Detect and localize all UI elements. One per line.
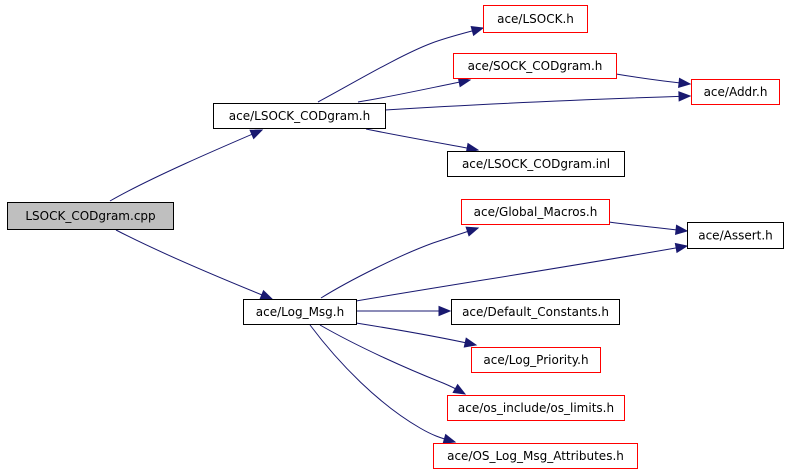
edge-line	[355, 322, 477, 346]
edge-arrowhead	[678, 77, 692, 89]
edge-arrowhead	[463, 337, 478, 348]
edge-line	[384, 95, 691, 111]
edge-line	[319, 324, 466, 395]
edge-line	[365, 128, 479, 151]
edge-lcodh-lsock	[317, 25, 485, 103]
node-label: ace/Global_Macros.h	[474, 205, 598, 219]
node-lcodh[interactable]: ace/LSOCK_CODgram.h	[213, 103, 386, 129]
edge-root-logm	[115, 229, 274, 300]
node-linl[interactable]: ace/LSOCK_CODgram.inl	[447, 151, 625, 177]
edge-line	[109, 129, 263, 202]
node-box[interactable]	[453, 53, 617, 79]
edge-arrowhead	[674, 242, 689, 254]
node-box[interactable]	[687, 222, 784, 249]
edge-scod-addr	[615, 73, 692, 89]
node-label: ace/Log_Msg.h	[256, 305, 344, 319]
edge-arrowhead	[457, 77, 472, 88]
edge-arrowhead	[438, 305, 452, 317]
node-asrt[interactable]: ace/Assert.h	[687, 222, 784, 249]
node-label: ace/OS_Log_Msg_Attributes.h	[447, 449, 624, 463]
nodes-layer: LSOCK_CODgram.cpp ace/LSOCK_CODgram.h ace/…	[7, 5, 784, 469]
node-logm[interactable]: ace/Log_Msg.h	[243, 299, 357, 325]
edge-logm-oslma	[309, 324, 457, 444]
node-label: ace/Addr.h	[704, 85, 768, 99]
node-dcon[interactable]: ace/Default_Constants.h	[451, 299, 620, 325]
node-box[interactable]	[471, 347, 601, 373]
edge-arrowhead	[678, 91, 692, 102]
edge-arrowhead	[674, 224, 689, 235]
node-lsock[interactable]: ace/LSOCK.h	[483, 5, 588, 33]
edge-logm-oslim	[319, 324, 467, 395]
edge-gmac-asrt	[608, 221, 689, 235]
node-label: ace/os_include/os_limits.h	[458, 401, 614, 415]
node-oslim[interactable]: ace/os_include/os_limits.h	[447, 395, 625, 421]
node-label: ace/LSOCK_CODgram.h	[229, 109, 370, 123]
node-box[interactable]	[451, 299, 620, 325]
node-label: ace/LSOCK_CODgram.inl	[462, 157, 610, 171]
node-oslma[interactable]: ace/OS_Log_Msg_Attributes.h	[433, 443, 638, 469]
node-box[interactable]	[243, 299, 357, 325]
edge-lcodh-scod	[357, 77, 472, 103]
edge-root-lcodh	[109, 129, 264, 202]
edge-arrowhead	[452, 383, 467, 395]
edge-arrowhead	[249, 129, 264, 140]
node-scod[interactable]: ace/SOCK_CODgram.h	[453, 53, 617, 79]
edge-arrowhead	[465, 226, 480, 237]
node-label: ace/SOCK_CODgram.h	[468, 59, 603, 73]
edge-line	[115, 229, 273, 300]
node-addr[interactable]: ace/Addr.h	[691, 79, 780, 105]
edge-line	[317, 27, 484, 103]
node-box[interactable]	[483, 5, 588, 33]
edge-logm-lpri	[355, 322, 478, 348]
node-box[interactable]	[461, 199, 610, 225]
edge-logm-dcon	[356, 305, 452, 317]
node-box[interactable]	[433, 443, 638, 469]
node-label: LSOCK_CODgram.cpp	[25, 209, 155, 223]
node-box[interactable]	[447, 151, 625, 177]
node-gmac[interactable]: ace/Global_Macros.h	[461, 199, 610, 225]
edge-logm-asrt	[355, 242, 689, 302]
edge-lcodh-linl	[365, 128, 480, 154]
node-label: ace/Log_Priority.h	[483, 353, 588, 367]
edge-line	[309, 324, 456, 443]
node-box[interactable]	[213, 103, 386, 129]
edges-layer	[109, 25, 692, 444]
node-label: ace/LSOCK.h	[497, 12, 574, 26]
node-label: ace/Default_Constants.h	[462, 305, 609, 319]
edge-line	[357, 79, 471, 103]
edge-lcodh-addr	[384, 91, 692, 111]
edge-arrowhead	[259, 289, 274, 300]
node-root: LSOCK_CODgram.cpp	[7, 202, 174, 230]
node-box[interactable]	[447, 395, 625, 421]
edge-arrowhead	[470, 25, 485, 37]
node-box	[7, 202, 174, 230]
edge-logm-gmac	[320, 226, 480, 299]
node-box[interactable]	[691, 79, 780, 105]
node-lpri[interactable]: ace/Log_Priority.h	[471, 347, 601, 373]
edge-line	[608, 221, 688, 232]
edge-arrowhead	[442, 433, 457, 444]
node-label: ace/Assert.h	[698, 229, 773, 243]
edge-line	[355, 245, 688, 302]
edge-line	[320, 227, 479, 299]
